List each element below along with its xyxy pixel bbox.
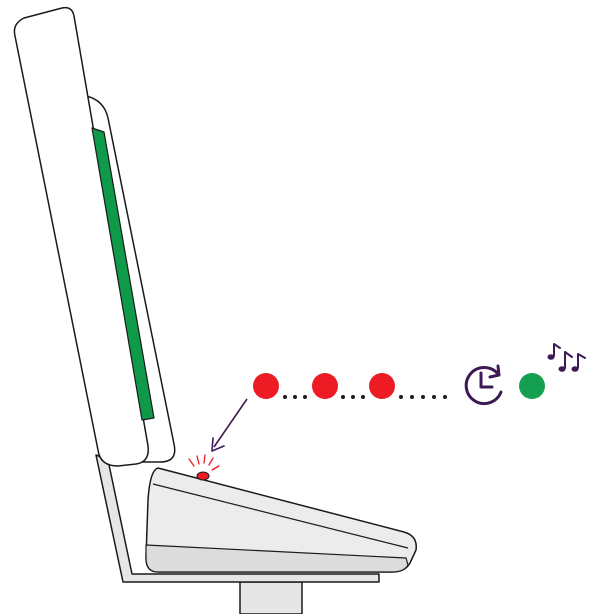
ellipsis-dot xyxy=(303,395,307,399)
ellipsis-dot xyxy=(351,395,355,399)
base-band xyxy=(145,544,409,573)
ellipsis-dot xyxy=(443,395,447,399)
pointer-arrow xyxy=(211,398,248,452)
alert-ray xyxy=(211,465,220,471)
ellipsis-dot xyxy=(283,395,287,399)
red-dot xyxy=(369,373,395,399)
ellipsis-dot xyxy=(432,395,436,399)
alert-ray xyxy=(188,458,195,467)
ellipsis-dot xyxy=(421,395,425,399)
clock-rotate-icon xyxy=(464,364,503,406)
music-notes-icon xyxy=(547,343,586,372)
alert-ray xyxy=(203,454,206,464)
screen-housing xyxy=(13,6,149,467)
ellipsis-dot xyxy=(293,395,297,399)
alert-light-lens xyxy=(196,471,210,481)
red-dot xyxy=(253,373,279,399)
green-dot xyxy=(519,373,545,399)
ellipsis-dot xyxy=(399,395,403,399)
ellipsis-dot xyxy=(341,395,345,399)
alert-ray xyxy=(196,455,200,465)
screen-display xyxy=(91,127,155,421)
alert-ray xyxy=(208,457,214,466)
red-dot xyxy=(312,373,338,399)
ellipsis-dot xyxy=(361,395,365,399)
base-top-edge xyxy=(152,483,409,549)
blink-sequence xyxy=(253,373,447,399)
stand-post xyxy=(239,581,303,614)
ellipsis-dot xyxy=(410,395,414,399)
alert-light xyxy=(188,454,220,481)
